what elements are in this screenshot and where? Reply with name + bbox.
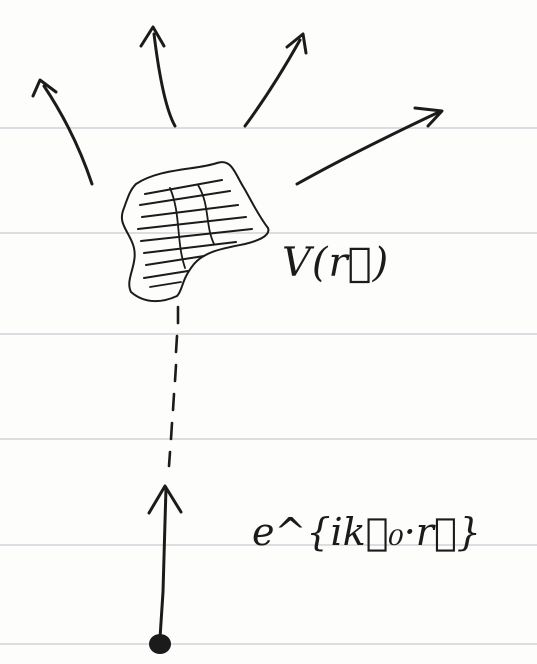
hatch-line (142, 240, 238, 255)
hatch-line (139, 227, 254, 243)
hatch-line (142, 269, 190, 280)
scattered-arrow-1 (42, 84, 94, 186)
incident-wave-label: e^{ik⃗₀·r⃗} (252, 510, 481, 554)
arrowhead-icon (413, 106, 444, 128)
dash-segment (169, 421, 174, 441)
hatch-line (149, 281, 182, 288)
incident-path (167, 305, 180, 468)
incident-arrow-shaft (158, 486, 168, 640)
scattered-arrow-2 (152, 32, 177, 128)
arrowhead-icon (31, 78, 58, 98)
dash-segment (167, 450, 172, 468)
hatch-line (140, 203, 240, 219)
dash-segment (174, 334, 179, 354)
scatterer-blob (120, 161, 270, 303)
dash-segment (173, 363, 178, 383)
arrowhead-icon (147, 484, 183, 515)
hatch-line (136, 215, 248, 231)
arrowhead-icon (285, 32, 308, 55)
hatch-line (143, 178, 224, 196)
hatch-line (169, 187, 186, 269)
ruled-lines (0, 127, 537, 645)
arrowhead-icon (139, 25, 166, 48)
hatch-line (138, 189, 232, 207)
incident-arrow (147, 484, 183, 654)
dash-segment (171, 392, 176, 412)
source-dot-icon (149, 634, 171, 654)
scattered-arrow-3 (243, 38, 302, 128)
hatch-line (144, 254, 206, 267)
blob-outline (120, 161, 270, 303)
scattered-arrow-4 (295, 110, 441, 186)
potential-label: V(r⃗) (282, 240, 390, 286)
hatch-line (197, 184, 215, 245)
scattered-arrows (31, 25, 444, 186)
